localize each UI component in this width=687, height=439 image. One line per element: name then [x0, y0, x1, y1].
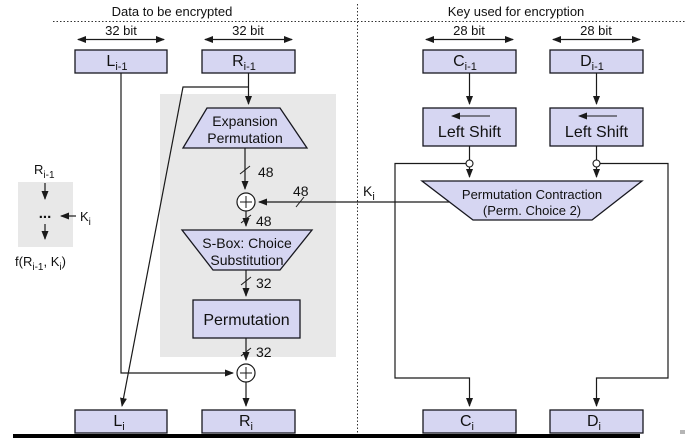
- header-key-section: Key used for encryption: [448, 4, 585, 19]
- register-d-next-label: Di: [587, 413, 601, 433]
- left-shift-d-label: Left Shift: [565, 124, 629, 141]
- register-l-next-box: [74, 409, 168, 434]
- xor2-icon: [236, 363, 256, 383]
- wire-l-prev-to-xor2: [120, 73, 234, 377]
- register-d-prev-label: Di-1: [580, 53, 604, 73]
- bit-label-c-prev: 28 bit: [453, 23, 485, 38]
- left-shift-c-block: [422, 107, 517, 147]
- register-c-next-box: [422, 409, 517, 434]
- perm-contraction-block: [420, 180, 644, 221]
- header-data-section: Data to be encrypted: [112, 4, 233, 19]
- wire-r-prev-to-l-next: [120, 86, 249, 407]
- legend-key-label: Ki: [80, 209, 91, 228]
- register-r-prev-label: Ri-1: [232, 53, 256, 73]
- subkey-label: Ki: [363, 183, 375, 203]
- permutation-block: [192, 299, 301, 339]
- left-shift-c-label: Left Shift: [438, 124, 502, 141]
- register-r-next-box: [201, 409, 296, 434]
- bus-slash-48-expansion: [239, 165, 251, 175]
- corner-mark: [680, 430, 685, 434]
- expansion-label-line1: Expansion: [212, 113, 277, 129]
- register-l-next-label: Li: [113, 413, 124, 433]
- bus-slash-32-sbox: [240, 276, 252, 286]
- branch-node-d: [592, 159, 601, 168]
- bus-width-48-key: 48: [293, 183, 309, 199]
- bottom-edge-bar: [13, 434, 640, 438]
- expansion-label-line2: Permutation: [207, 130, 282, 146]
- bus-width-48-expansion: 48: [258, 164, 274, 180]
- bus-slash-48-key: [295, 196, 305, 208]
- register-l-prev-label: Li-1: [106, 53, 127, 73]
- branch-node-c: [465, 159, 474, 168]
- bus-width-32-perm: 32: [256, 344, 272, 360]
- bus-width-32-sbox: 32: [256, 275, 272, 291]
- bit-label-d-prev: 28 bit: [580, 23, 612, 38]
- left-shift-d-block: [549, 107, 644, 147]
- register-c-next-label: Ci: [460, 413, 474, 433]
- register-r-next-label: Ri: [239, 413, 253, 433]
- bus-slash-32-perm: [240, 347, 252, 357]
- legend-r-prev-label: Ri-1: [34, 162, 55, 181]
- bus-width-48-xor: 48: [256, 213, 272, 229]
- legend-dots: ...: [39, 205, 52, 222]
- permutation-label: Permutation: [203, 312, 289, 329]
- sbox-block: [180, 229, 314, 271]
- wire-c-feedback-to-c-next: [394, 162, 473, 407]
- legend-function-label: f(Ri-1, Ki): [15, 254, 66, 273]
- register-c-prev-label: Ci-1: [453, 53, 477, 73]
- perm-contraction-label-line1: Permutation Contraction: [462, 187, 602, 202]
- bit-label-r-prev: 32 bit: [232, 23, 264, 38]
- sbox-label-line2: Substitution: [210, 252, 283, 268]
- sbox-label-line1: S-Box: Choice: [202, 235, 292, 251]
- bit-label-l-prev: 32 bit: [105, 23, 137, 38]
- bus-slash-48-xor: [240, 214, 252, 224]
- expansion-permutation-block: [181, 107, 309, 149]
- wire-d-feedback-to-d-next: [593, 162, 669, 407]
- register-d-next-box: [549, 409, 644, 434]
- perm-contraction-label-line2: (Perm. Choice 2): [483, 203, 581, 218]
- xor1-icon: [236, 192, 256, 212]
